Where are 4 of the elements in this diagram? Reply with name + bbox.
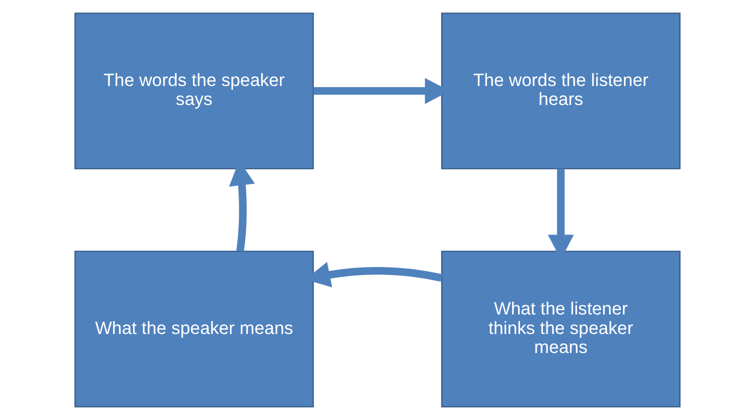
node-box: The words the listener hears — [440, 12, 680, 170]
node-box: The words the speaker says — [74, 12, 314, 170]
node-box: What the listener thinks the speaker means — [440, 250, 680, 408]
node-box: What the speaker means — [74, 250, 314, 408]
